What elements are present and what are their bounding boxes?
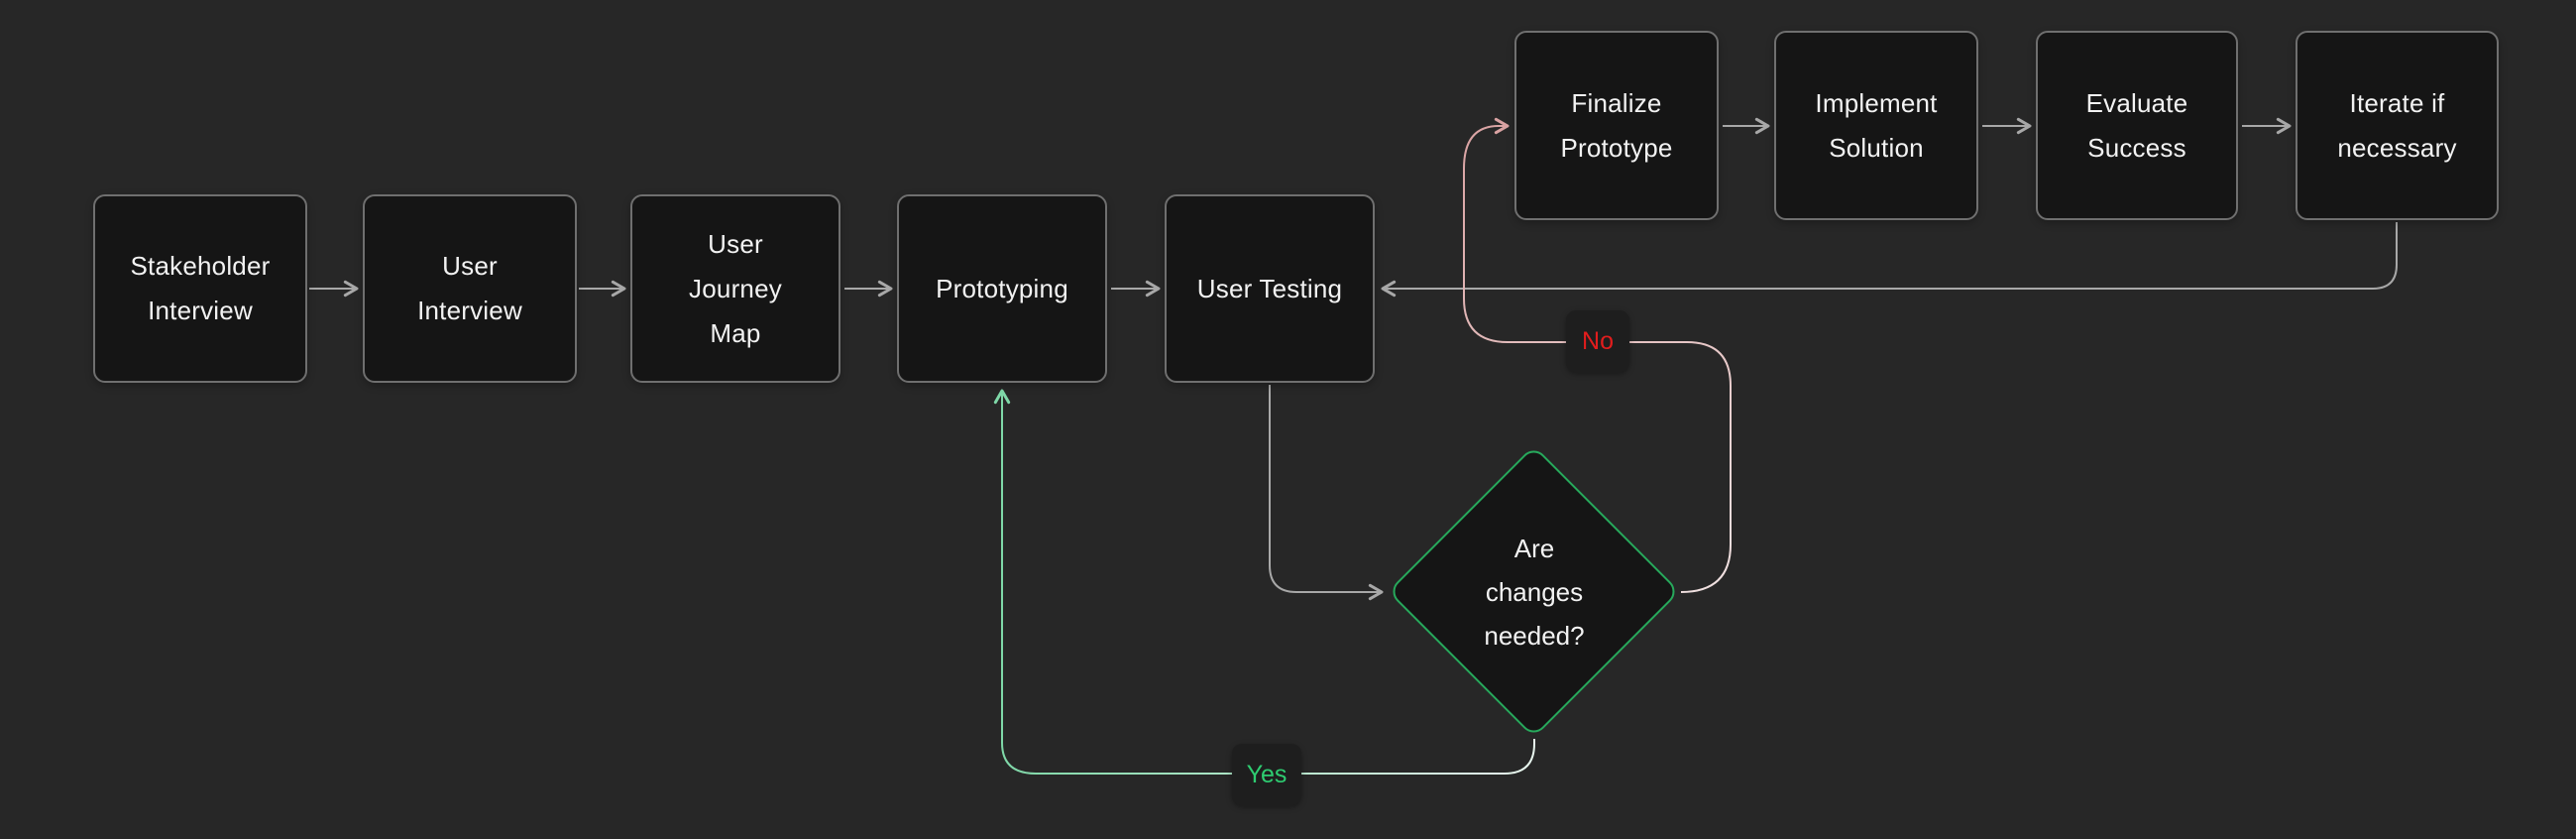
node-implement-solution[interactable]: Implement Solution: [1774, 31, 1978, 220]
edge-user-testing-to-decision: [1269, 385, 1384, 601]
node-label: User Interview: [417, 251, 522, 325]
edge-label-no[interactable]: No: [1566, 310, 1629, 372]
node-label: Iterate if necessary: [2337, 87, 2457, 163]
node-label: Implement Solution: [1815, 87, 1938, 163]
edge-label-yes-text: Yes: [1246, 760, 1288, 788]
node-user-journey-map[interactable]: User Journey Map: [630, 194, 840, 383]
node-user-testing[interactable]: User Testing: [1165, 194, 1375, 383]
node-label: User Journey Map: [689, 228, 782, 348]
node-prototyping[interactable]: Prototyping: [897, 194, 1107, 383]
edge-iterate-to-user-testing: [1381, 222, 2398, 298]
node-evaluate-success[interactable]: Evaluate Success: [2036, 31, 2238, 220]
node-user-interview[interactable]: User Interview: [363, 194, 577, 383]
node-label: Finalize Prototype: [1560, 87, 1673, 163]
node-label: Prototyping: [936, 273, 1068, 303]
node-label: Stakeholder Interview: [130, 251, 271, 325]
node-iterate-if-necessary[interactable]: Iterate if necessary: [2296, 31, 2499, 220]
node-stakeholder-interview[interactable]: Stakeholder Interview: [93, 194, 307, 383]
edge-label-no-text: No: [1582, 326, 1614, 355]
node-label: Evaluate Success: [2085, 87, 2188, 163]
node-finalize-prototype[interactable]: Finalize Prototype: [1514, 31, 1719, 220]
decision-label: Are changes needed?: [1484, 534, 1585, 651]
edge-label-yes[interactable]: Yes: [1232, 744, 1301, 805]
node-label: User Testing: [1196, 273, 1343, 303]
